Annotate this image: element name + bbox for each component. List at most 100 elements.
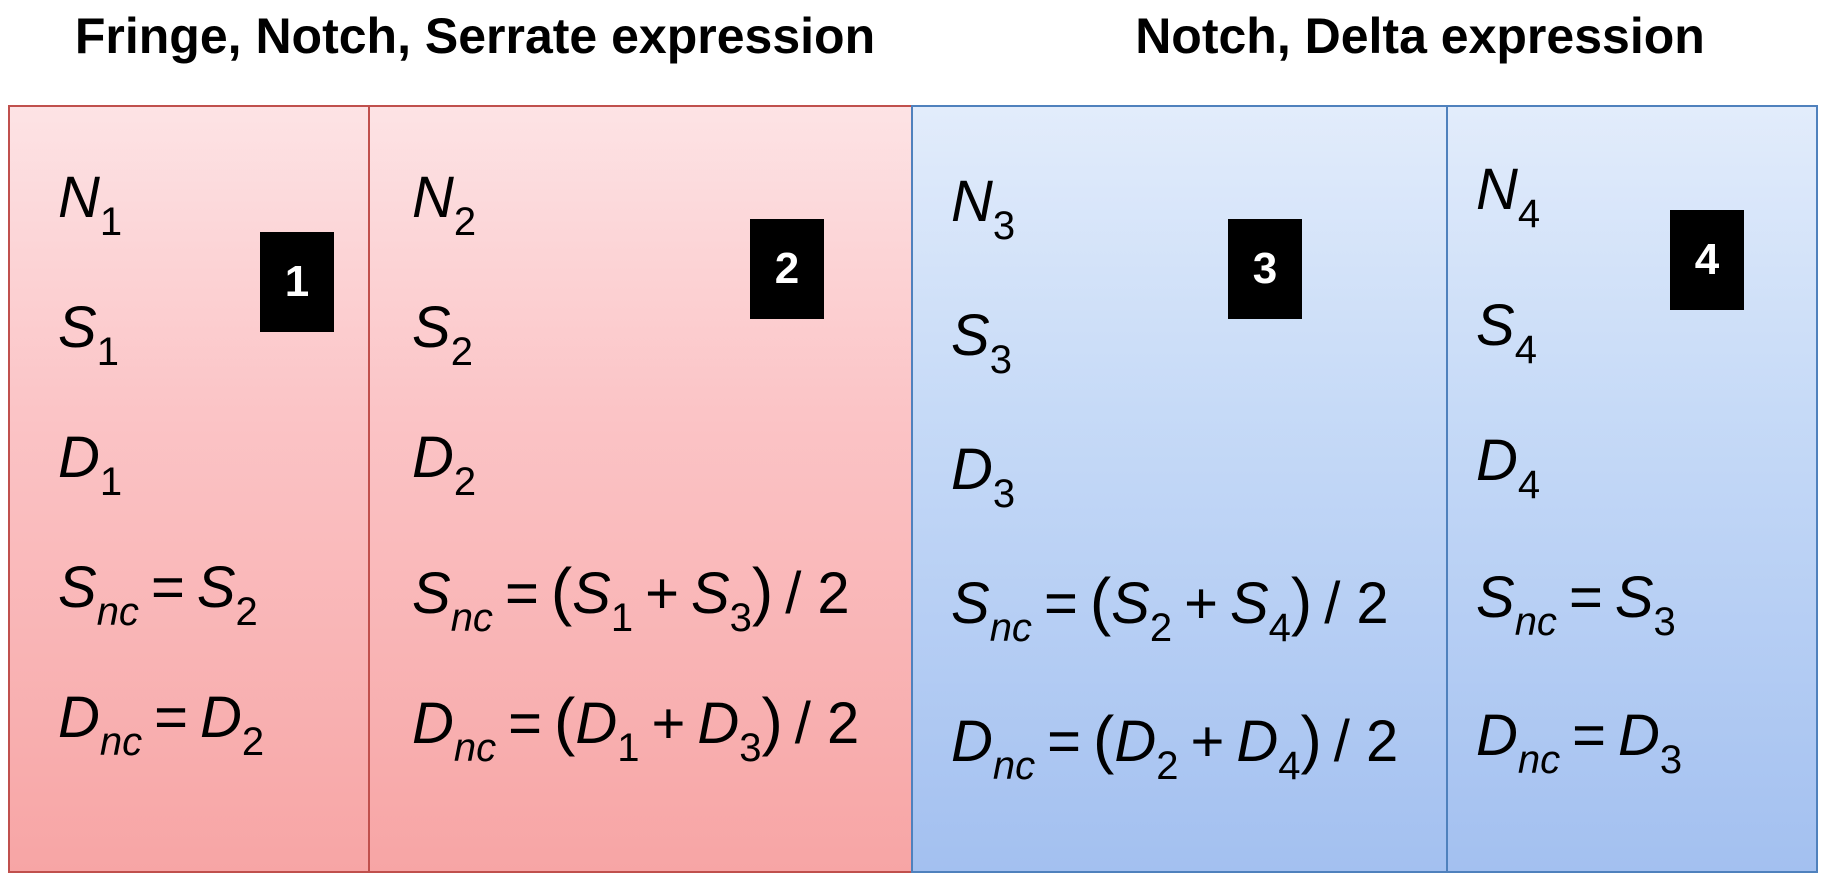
subscript: 1 [617, 726, 640, 770]
var: D [1618, 703, 1660, 768]
header-notch-delta: Notch, Delta expression [1135, 8, 1705, 64]
var: S [1476, 565, 1515, 630]
subscript: nc [96, 590, 139, 634]
open-paren: ( [1089, 565, 1112, 637]
subscript: nc [99, 720, 143, 764]
close-paren: ) [761, 685, 783, 757]
plus-sign: + [1190, 709, 1225, 774]
var: D [58, 425, 100, 490]
var: S [412, 295, 451, 360]
subscript: 4 [1278, 744, 1301, 788]
serrate-level-equation: S2 [412, 299, 473, 373]
var: D [1114, 709, 1157, 774]
delta-neighbor-equation: Dnc=(D2+D4)/ 2 [951, 707, 1410, 786]
var: S [58, 295, 97, 360]
serrate-neighbor-equation: Snc=(S1+S3)/ 2 [412, 559, 862, 638]
serrate-neighbor-equation: Snc=S3 [1476, 569, 1676, 643]
equals-sign: = [150, 555, 185, 620]
subscript: 2 [450, 330, 473, 374]
subscript: nc [992, 744, 1036, 788]
var: D [1236, 709, 1279, 774]
close-paren: ) [751, 555, 774, 627]
subscript: 3 [1659, 738, 1683, 782]
header-fringe-notch-serrate: Fringe, Notch, Serrate expression [74, 8, 876, 64]
var: S [1614, 565, 1654, 630]
subscript: nc [1514, 600, 1557, 644]
var: D [58, 685, 100, 750]
serrate-level-equation: S4 [1476, 297, 1537, 371]
subscript: 2 [1156, 744, 1179, 788]
subscript: 1 [610, 596, 634, 640]
delta-level-equation: D4 [1476, 432, 1540, 506]
divide-term: / 2 [1324, 571, 1389, 636]
equals-sign: = [1568, 565, 1603, 630]
subscript: 3 [739, 726, 762, 770]
subscript: 3 [1653, 600, 1676, 644]
subscript: 4 [1268, 606, 1291, 650]
var: N [58, 165, 100, 230]
subscript: nc [1517, 738, 1561, 782]
equals-sign: = [154, 685, 189, 750]
subscript: 3 [992, 204, 1016, 248]
subscript: nc [989, 606, 1032, 650]
var: S [1111, 571, 1150, 636]
var: D [412, 691, 454, 756]
serrate-level-equation: S3 [951, 307, 1012, 381]
var: D [575, 691, 618, 756]
var: N [951, 169, 993, 234]
var: D [1476, 428, 1518, 493]
subscript: 3 [992, 472, 1016, 516]
serrate-neighbor-equation: Snc=(S2+S4)/ 2 [951, 569, 1401, 648]
open-paren: ( [1093, 703, 1115, 775]
panel-1: 1 N1 S1 D1 Snc=S2 Dnc=D2 [8, 105, 370, 873]
subscript: 1 [99, 200, 123, 244]
var: D [412, 425, 454, 490]
var: D [951, 709, 993, 774]
divide-term: / 2 [1333, 709, 1399, 774]
delta-neighbor-equation: Dnc=(D1+D3)/ 2 [412, 689, 871, 768]
panel-number-badge: 3 [1228, 219, 1302, 319]
delta-neighbor-equation: Dnc=D2 [58, 689, 264, 763]
var: S [951, 571, 990, 636]
subscript: 2 [1149, 606, 1173, 650]
delta-neighbor-equation: Dnc=D3 [1476, 707, 1682, 781]
var: D [697, 691, 740, 756]
subscript: 2 [453, 460, 477, 504]
subscript: 4 [1514, 328, 1537, 372]
var: D [1476, 703, 1518, 768]
equals-sign: = [1047, 709, 1082, 774]
var: S [412, 561, 451, 626]
open-paren: ( [554, 685, 576, 757]
equals-sign: = [1572, 703, 1607, 768]
close-paren: ) [1300, 703, 1322, 775]
notch-level-equation: N1 [58, 169, 122, 243]
var: S [196, 555, 236, 620]
notch-level-equation: N3 [951, 173, 1015, 247]
notch-level-equation: N4 [1476, 161, 1540, 235]
serrate-level-equation: S1 [58, 299, 119, 373]
plus-sign: + [651, 691, 686, 756]
subscript: 3 [729, 596, 752, 640]
var: N [412, 165, 454, 230]
panel-number-badge: 1 [260, 232, 334, 332]
var: S [58, 555, 97, 620]
equals-sign: = [504, 561, 539, 626]
delta-level-equation: D2 [412, 429, 476, 503]
divide-term: / 2 [794, 691, 860, 756]
var: D [951, 437, 993, 502]
plus-sign: + [645, 561, 679, 626]
panel-4: 4 N4 S4 D4 Snc=S3 Dnc=D3 [1446, 105, 1818, 873]
equals-sign: = [1043, 571, 1078, 636]
open-paren: ( [550, 555, 573, 627]
notch-level-equation: N2 [412, 169, 476, 243]
var: S [1229, 571, 1269, 636]
panel-2: 2 N2 S2 D2 Snc=(S1+S3)/ 2 Dnc=(D1+D3)/ 2 [368, 105, 913, 873]
panel-number-badge: 2 [750, 219, 824, 319]
panel-3: 3 N3 S3 D3 Snc=(S2+S4)/ 2 Dnc=(D2+D4)/ 2 [911, 105, 1448, 873]
subscript: 2 [235, 590, 258, 634]
var: S [690, 561, 730, 626]
delta-level-equation: D1 [58, 429, 122, 503]
panel-number-badge: 4 [1670, 210, 1744, 310]
subscript: 1 [99, 460, 123, 504]
var: D [200, 685, 242, 750]
